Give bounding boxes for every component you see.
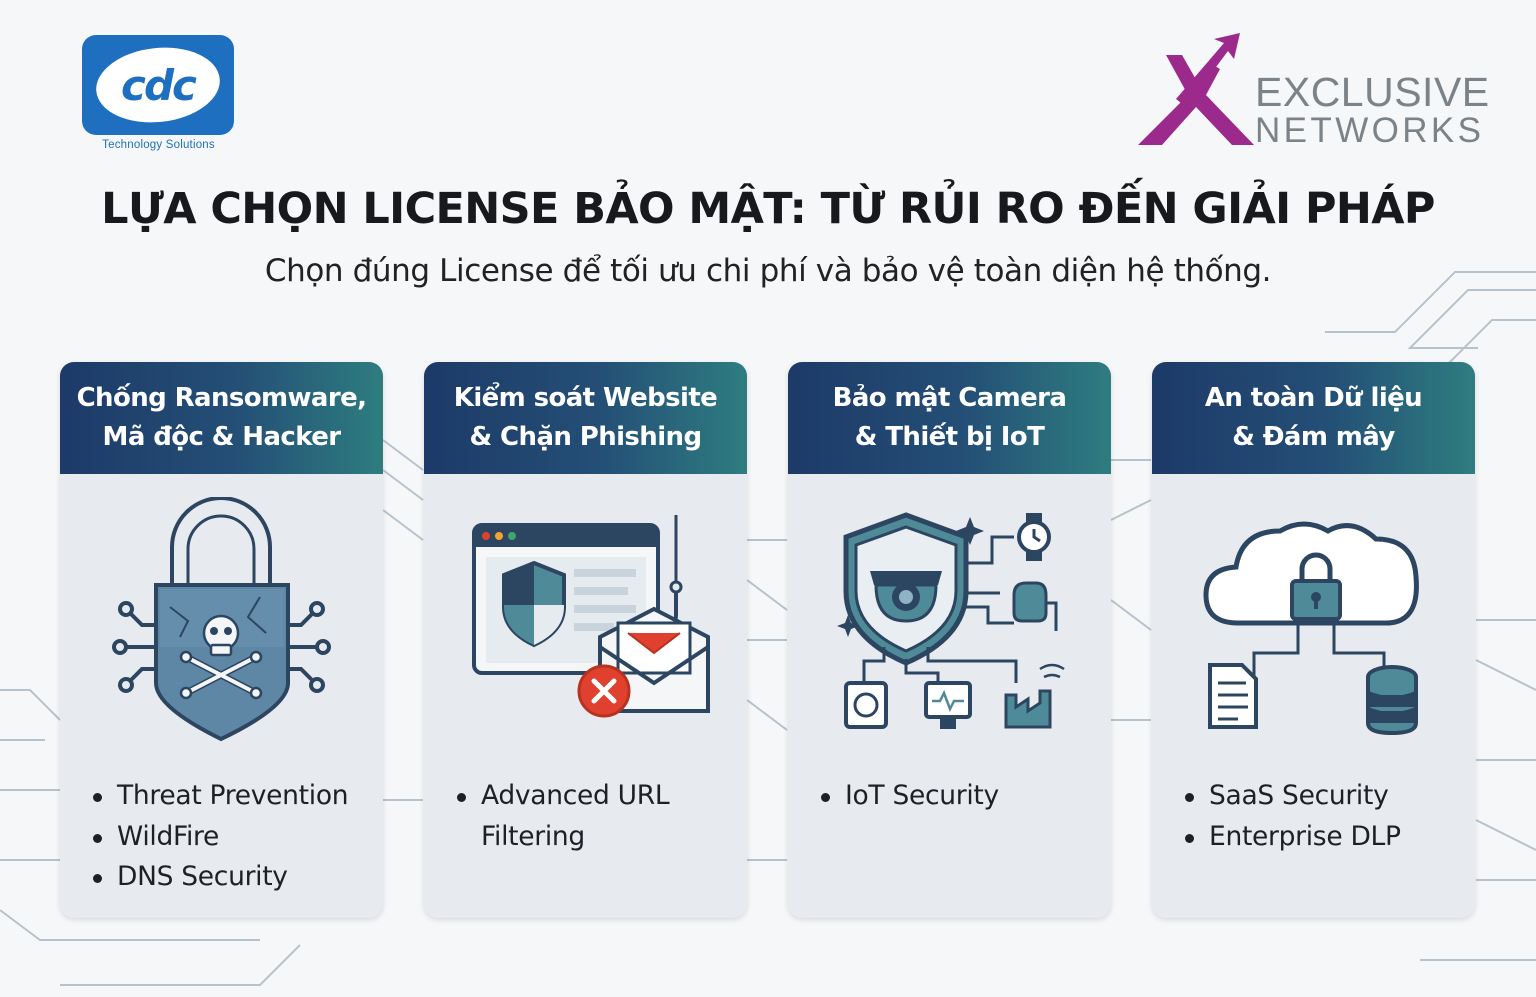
card-title-line1: Kiểm soát Website (453, 383, 718, 413)
card-title: An toàn Dữ liệu & Đám mây (1204, 379, 1423, 457)
license-list: IoT Security (818, 776, 999, 817)
license-list: SaaS Security Enterprise DLP (1182, 776, 1401, 857)
card-title-line2: & Chặn Phishing (469, 422, 703, 452)
card-header: Kiểm soát Website & Chặn Phishing (424, 362, 747, 474)
card-ransomware: Chống Ransomware, Mã độc & Hacker (60, 362, 383, 918)
browser-phishing-icon (472, 515, 710, 718)
license-item: Threat Prevention (90, 776, 349, 817)
license-item: DNS Security (90, 857, 348, 898)
license-item: IoT Security (818, 776, 999, 817)
card-header: Bảo mật Camera & Thiết bị IoT (788, 362, 1111, 474)
card-website-phishing: Kiểm soát Website & Chặn Phishing Advanc… (424, 362, 747, 918)
license-item: Enterprise DLP (1182, 817, 1401, 858)
page-subtitle: Chọn đúng License để tối ưu chi phí và b… (264, 253, 1272, 289)
exclusive-x-arrow-icon (1138, 33, 1254, 145)
license-item: SaaS Security (1182, 776, 1401, 817)
card-title: Chống Ransomware, Mã độc & Hacker (77, 379, 367, 457)
cdc-tagline: Technology Solutions (102, 139, 215, 151)
exclusive-wordmark-line1: EXCLUSIVE (1255, 69, 1490, 115)
cdc-logo: cdc Technology Solutions (82, 35, 235, 153)
cdc-logo-text: cdc (121, 60, 195, 110)
card-title: Kiểm soát Website & Chặn Phishing (453, 379, 718, 457)
license-item-text: Advanced URL (481, 780, 670, 811)
card-title-line2: & Đám mây (1232, 422, 1395, 452)
exclusive-networks-logo: EXCLUSIVE NETWORKS (1136, 33, 1489, 148)
card-title-line1: Bảo mật Camera (832, 383, 1067, 413)
license-item: Advanced URL Filtering (454, 776, 670, 857)
cloud-lock-data-icon (1203, 521, 1419, 736)
card-title-line1: Chống Ransomware, (76, 383, 367, 413)
page-title: LỰA CHỌN LICENSE BẢO MẬT: TỪ RỦI RO ĐẾN … (101, 184, 1435, 234)
license-list: Threat Prevention WildFire DNS Security (90, 776, 349, 898)
license-list: Advanced URL Filtering (454, 776, 670, 857)
cdc-logo-mark: cdc (82, 35, 234, 135)
card-title-line2: & Thiết bị IoT (854, 422, 1045, 452)
card-camera-iot: Bảo mật Camera & Thiết bị IoT IoT Securi… (788, 362, 1111, 918)
card-data-cloud: An toàn Dữ liệu & Đám mây SaaS Security … (1152, 362, 1475, 918)
camera-shield-iot-icon (837, 512, 1065, 729)
card-title-line1: An toàn Dữ liệu (1204, 383, 1423, 413)
card-header: An toàn Dữ liệu & Đám mây (1152, 362, 1475, 474)
card-title-line2: Mã độc & Hacker (102, 422, 342, 452)
card-header: Chống Ransomware, Mã độc & Hacker (60, 362, 383, 474)
skull-lock-shield-icon (112, 497, 331, 742)
exclusive-wordmark-line2: NETWORKS (1255, 111, 1485, 150)
license-item-text-continued: Filtering (481, 820, 585, 852)
card-title: Bảo mật Camera & Thiết bị IoT (833, 379, 1067, 457)
license-item: WildFire (90, 817, 348, 858)
